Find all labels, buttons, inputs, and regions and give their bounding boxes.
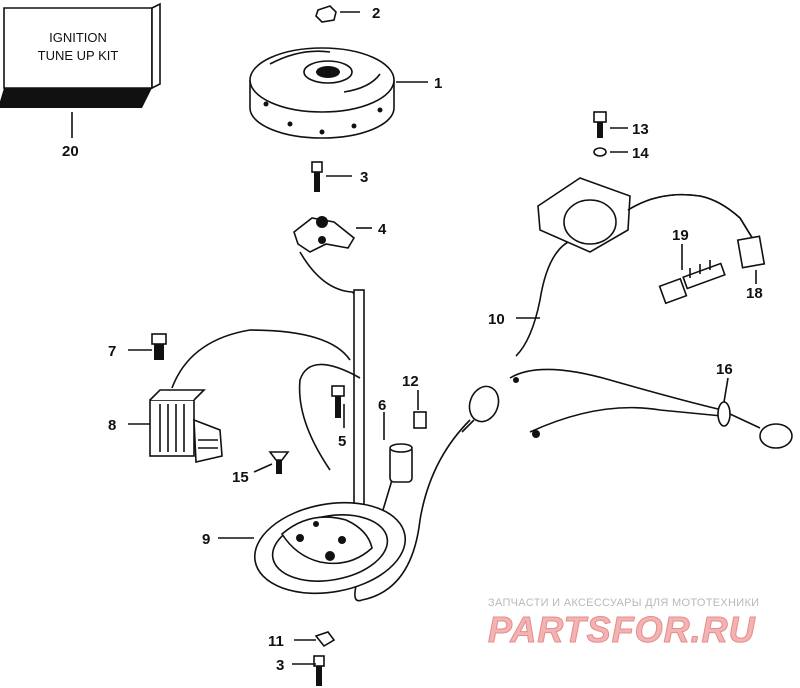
callout-2: 2 <box>372 5 380 22</box>
spark-plug <box>658 260 726 305</box>
callout-20: 20 <box>62 143 79 160</box>
watermark: ЗАПЧАСТИ И АКСЕССУАРЫ ДЛЯ МОТОТЕХНИКИ PA… <box>488 597 760 651</box>
stop-switch-lead <box>513 377 793 449</box>
callout-3-lower: 3 <box>276 657 284 674</box>
callout-19: 19 <box>672 227 689 244</box>
callout-12: 12 <box>402 373 419 390</box>
kit-label-line2: TUNE UP KIT <box>38 48 119 63</box>
breaker-points <box>293 216 356 253</box>
callout-5: 5 <box>338 433 346 450</box>
flywheel <box>249 47 395 139</box>
condenser <box>389 443 413 483</box>
callout-18: 18 <box>746 285 763 302</box>
stator-plate <box>253 501 407 595</box>
clip-11 <box>314 631 336 648</box>
callout-15: 15 <box>232 469 249 486</box>
screw-3-upper <box>311 161 323 192</box>
flywheel-nut <box>315 5 337 23</box>
watermark-tagline: ЗАПЧАСТИ И АКСЕССУАРЫ ДЛЯ МОТОТЕХНИКИ <box>488 597 759 609</box>
leader-lines <box>71 11 757 665</box>
callout-4: 4 <box>378 221 387 238</box>
spark-plug-boot <box>736 235 766 269</box>
screw-7 <box>151 333 167 360</box>
callout-9: 9 <box>202 531 210 548</box>
charge-coil <box>149 389 223 463</box>
callouts: 2 1 3 4 5 6 7 8 9 10 11 12 13 14 15 16 1… <box>62 5 763 674</box>
lead-connector <box>461 385 500 433</box>
clip <box>413 411 427 429</box>
callout-13: 13 <box>632 121 649 138</box>
coil-bolt <box>593 111 607 138</box>
screw-15 <box>268 451 290 474</box>
callout-1: 1 <box>434 75 442 92</box>
callout-16: 16 <box>716 361 733 378</box>
tune-up-kit-box: IGNITION TUNE UP KIT <box>0 2 161 108</box>
callout-11: 11 <box>268 633 284 650</box>
callout-6: 6 <box>378 397 386 414</box>
washer <box>593 147 607 157</box>
callout-10: 10 <box>488 311 505 328</box>
callout-14: 14 <box>632 145 649 162</box>
screw-3-lower <box>313 655 325 686</box>
callout-3-upper: 3 <box>360 169 368 186</box>
wiring <box>171 239 723 602</box>
kit-label-line1: IGNITION <box>49 30 107 45</box>
callout-8: 8 <box>108 417 116 434</box>
ignition-coil <box>537 177 757 253</box>
callout-7: 7 <box>108 343 116 360</box>
watermark-brand: PARTSFOR.RU <box>488 609 756 650</box>
screw-5 <box>331 385 345 418</box>
